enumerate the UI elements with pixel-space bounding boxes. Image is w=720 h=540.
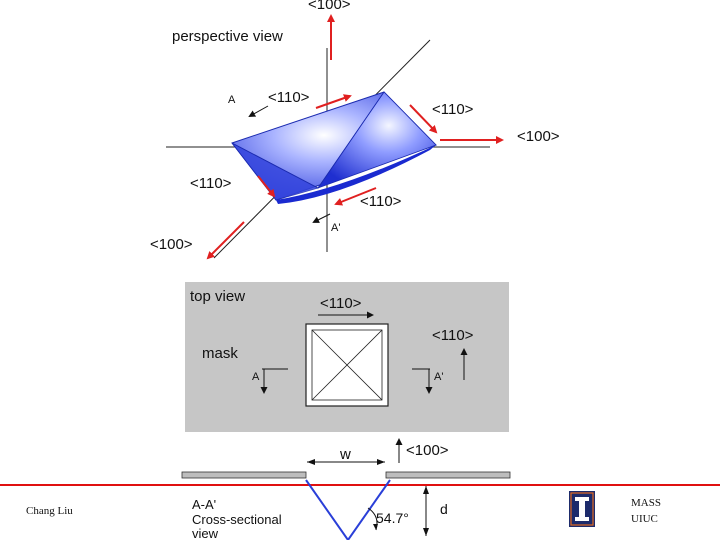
pit-edge-line <box>231 142 319 189</box>
arrow-110-bottom <box>334 187 377 206</box>
org-line-2: UIUC <box>631 513 658 525</box>
pit-bottom-edge <box>276 145 436 204</box>
cross-section-title-line: A-A' <box>192 497 216 512</box>
width-arrow-right <box>377 459 385 465</box>
top-view-label-a: A <box>252 371 260 383</box>
label-110-left: <110> <box>190 175 232 192</box>
opening-diagonal <box>311 329 383 401</box>
top-view-label-110-right: <110> <box>432 327 474 344</box>
top-view-label-110-top: <110> <box>320 295 362 312</box>
cross-section-view: w <100> d 54.7° A-A' Cross-sectional vie… <box>0 438 720 540</box>
label-110-bottom: <110> <box>360 193 402 210</box>
cross-section-title: A-A' Cross-sectional view <box>192 497 285 540</box>
label-100-top: <100> <box>308 0 351 13</box>
pit-edge-line <box>317 91 385 189</box>
author-name: Chang Liu <box>26 505 73 517</box>
arrow-110-left <box>257 175 276 198</box>
mask-layer-left <box>181 471 307 479</box>
mask-label: mask <box>202 345 238 362</box>
cross-section-title-line: Cross-sectional <box>192 512 282 527</box>
top-view-label-a-prime: A' <box>434 371 443 383</box>
arrow-110-right <box>409 104 438 134</box>
perspective-view: perspective view <100> <100> <100> <110>… <box>150 0 560 260</box>
label-section-a-prime: A' <box>331 222 340 234</box>
university-logo <box>569 491 595 527</box>
logo-border <box>570 492 594 526</box>
direction-100-label: <100> <box>406 442 449 459</box>
label-100-bottom-left: <100> <box>150 236 193 253</box>
label-110-top: <110> <box>268 89 310 106</box>
mask-layer-right <box>385 471 511 479</box>
section-a-prime-arrow <box>312 213 331 223</box>
depth-label: d <box>440 501 448 517</box>
angle-label: 54.7° <box>376 510 409 526</box>
top-view: top view mask <110> <110> A A' <box>185 282 509 432</box>
org-line-1: MASS <box>631 497 661 509</box>
label-110-right: <110> <box>432 101 474 118</box>
org-name: MASS UIUC <box>631 497 664 525</box>
section-a-arrow <box>248 105 269 117</box>
v-groove <box>305 479 391 540</box>
depth-arrow-bottom <box>423 528 429 536</box>
depth-arrow-top <box>423 486 429 494</box>
cross-section-title-line: view <box>192 526 219 540</box>
arrow-110-top <box>315 94 352 109</box>
arrow-100-down-left <box>206 221 245 260</box>
angle-arrow <box>373 524 378 530</box>
label-100-right: <100> <box>517 128 560 145</box>
width-arrow-left <box>307 459 315 465</box>
perspective-title: perspective view <box>172 28 283 45</box>
logo-letter-i <box>575 497 589 521</box>
label-section-a: A <box>228 94 236 106</box>
width-label: w <box>339 446 351 463</box>
footer: Chang Liu MASS UIUC <box>26 491 664 527</box>
top-view-title: top view <box>190 288 245 305</box>
